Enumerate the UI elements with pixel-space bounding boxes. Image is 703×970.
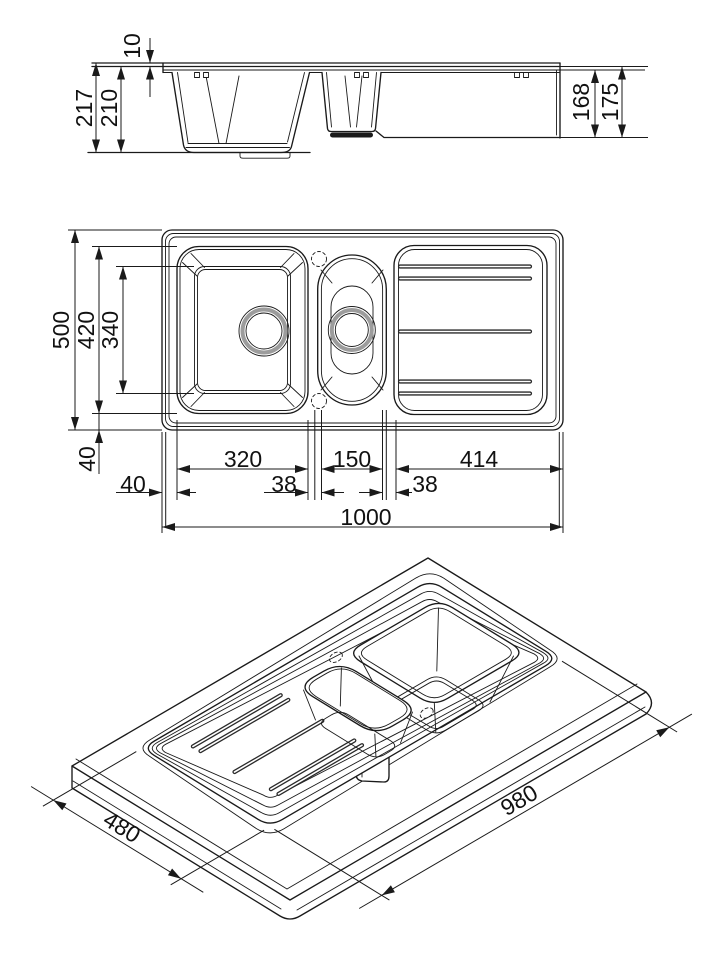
tap-hole-rear [311,251,327,267]
dim-gap-half-drainer: 38 [359,471,438,497]
half-bowl-iso [303,665,413,758]
drainer-ribs-iso [190,693,365,797]
dim-label-1000: 1000 [340,504,391,530]
dim-label-480: 480 [99,806,145,848]
drainer-area [393,244,548,416]
fixing-clips [194,72,529,78]
half-bowl [317,254,387,406]
drainer-ribs [397,264,533,396]
dim-total-depth: 217 [71,63,100,153]
main-bowl-drain [238,305,290,357]
half-bowl-section [321,71,382,133]
tap-holes [311,251,327,409]
dim-drainer-depth-inner: 168 [560,69,648,138]
dim-label-38a: 38 [271,471,297,497]
half-bowl-waste [330,132,373,138]
tap-hole-front-iso [419,707,434,719]
dim-label-10: 10 [119,33,145,59]
dim-main-bowl: 320 [177,446,308,473]
dim-label-414: 414 [460,446,499,472]
dim-half-bowl: 150 [321,446,383,473]
dim-label-175: 175 [597,83,623,121]
dim-label-420: 420 [73,311,99,349]
dim-margin-left: 40 [116,471,196,497]
dim-label-980: 980 [496,779,542,821]
dim-label-150: 150 [333,446,371,472]
dim-margin-bottom: 40 [74,413,103,474]
dim-label-217: 217 [71,89,97,127]
iso-view: 980 480 [30,557,693,920]
cutout-edge [142,573,558,834]
dim-label-320: 320 [224,446,262,472]
dim-drainer-depth: 175 [560,66,648,138]
tap-holes-iso [328,651,434,719]
dim-gap-main-half: 38 [264,471,344,497]
side-profile [87,62,561,159]
dim-rim-height: 10 [119,33,154,97]
dim-label-500: 500 [48,311,74,349]
main-bowl-iso [352,602,520,734]
tap-hole-front [311,393,327,409]
dim-label-38b: 38 [412,471,438,497]
dim-drainer: 414 [396,446,563,473]
main-bowl-waste [239,152,291,159]
dim-overall-width: 500 [48,229,162,431]
main-bowl [176,245,309,415]
dim-label-168: 168 [568,83,594,121]
dim-bowl-depth: 210 [96,66,125,153]
side-view: 10 217 210 168 175 [71,33,648,159]
dim-bowl-zone: 420 [73,246,177,414]
sink-outline [161,229,564,431]
plan-extension-lines [161,410,564,533]
dim-main-bowl-inner: 340 [97,266,194,394]
plan-view: 500 420 340 40 320 [48,229,564,533]
main-bowl-section [171,71,311,154]
dim-label-40h: 40 [120,471,146,497]
dim-label-210: 210 [96,89,122,127]
tap-hole-rear-iso [328,651,343,663]
half-bowl-drain [327,306,376,354]
dim-overall-length: 1000 [162,504,563,531]
dim-label-340: 340 [97,311,123,349]
dim-label-40v: 40 [74,446,100,472]
